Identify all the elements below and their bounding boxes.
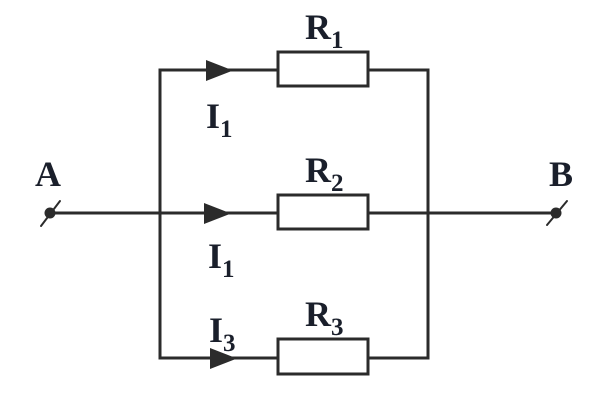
current-label-top: I1	[206, 96, 233, 143]
current-arrow-top	[206, 60, 233, 81]
resistor-label-r3: R3	[305, 294, 344, 341]
terminal-b-tick	[546, 200, 568, 226]
current-label-middle-subscript: 1	[222, 256, 235, 283]
terminal-b-label: B	[549, 154, 574, 194]
current-label-bottom-subscript: 3	[223, 330, 236, 357]
resistor-label-r1: R1	[305, 7, 344, 54]
resistor-box-r3	[276, 337, 370, 376]
resistor-box-r1	[276, 50, 370, 88]
resistor-label-r2: R2	[305, 150, 344, 197]
resistor-label-r1-subscript: 1	[331, 27, 344, 54]
current-arrow-middle	[204, 203, 231, 224]
current-label-bottom: I3	[209, 310, 236, 357]
terminal-a-label: A	[35, 154, 61, 194]
resistor-label-r3-subscript: 3	[331, 314, 344, 341]
resistor-label-r2-subscript: 2	[331, 170, 344, 197]
current-label-top-subscript: 1	[220, 116, 233, 143]
current-label-middle: I1	[208, 236, 235, 283]
terminal-a-tick	[40, 200, 61, 227]
current-arrow-bottom	[210, 348, 237, 369]
resistor-box-r2	[276, 193, 370, 231]
